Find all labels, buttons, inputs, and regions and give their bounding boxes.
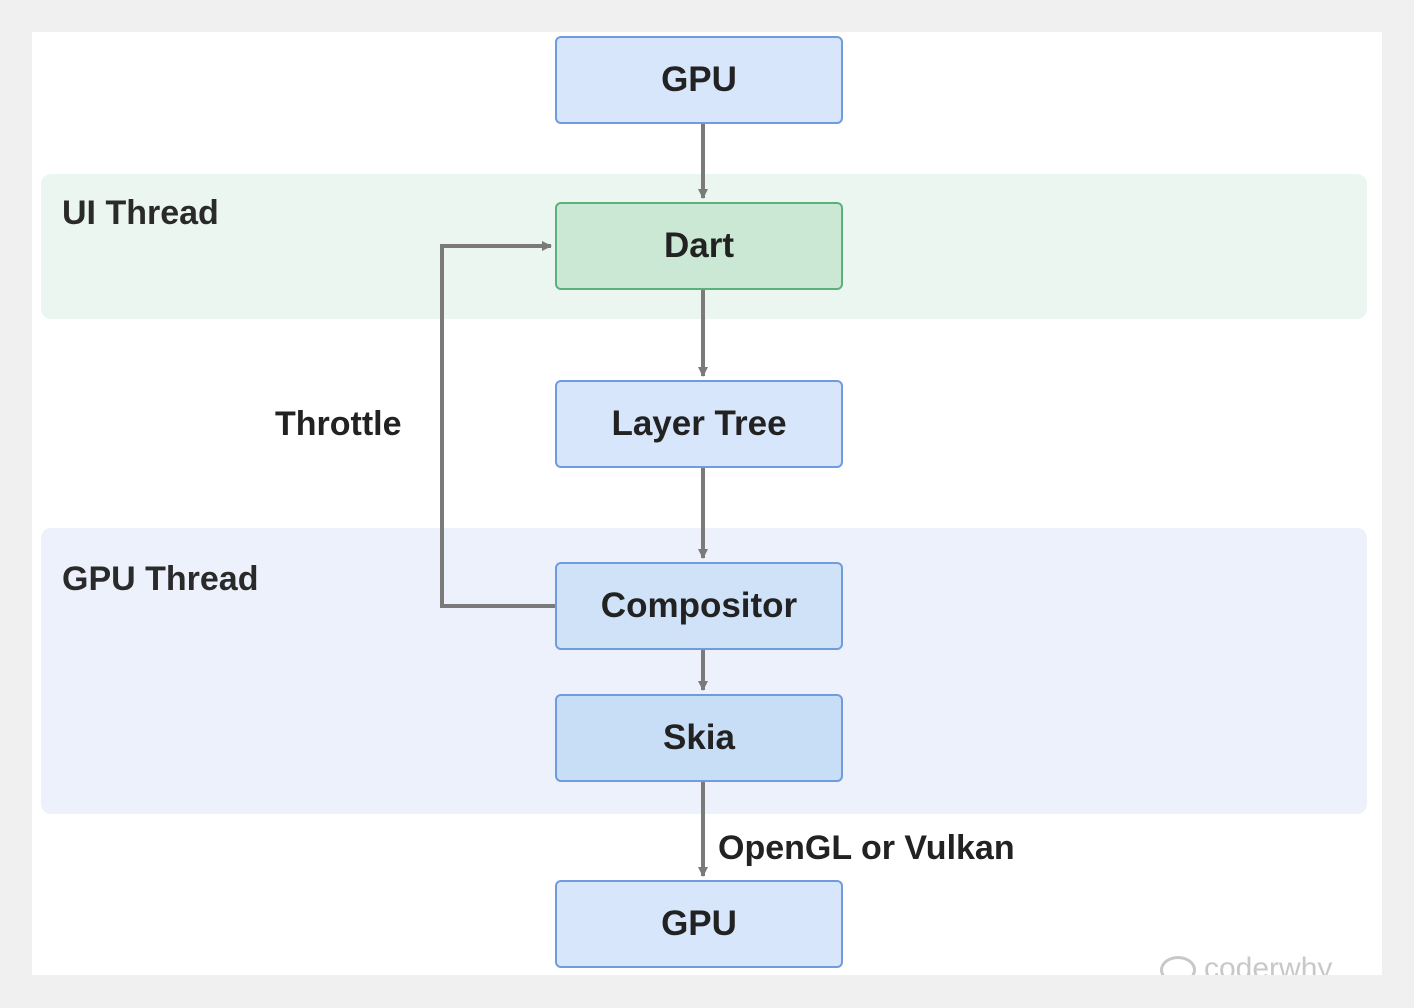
throttle-label: Throttle	[275, 405, 402, 443]
skia-node: Skia	[555, 694, 843, 782]
opengl-vulkan-label: OpenGL or Vulkan	[718, 829, 1015, 867]
watermark: coderwhy	[1160, 952, 1332, 975]
layer-tree-node: Layer Tree	[555, 380, 843, 468]
gpu-thread-lane-title: GPU Thread	[62, 560, 259, 598]
connector-arrows	[440, 124, 708, 877]
dart-node: Dart	[555, 202, 843, 290]
watermark-text: coderwhy	[1204, 952, 1333, 975]
gpu-source-node: GPU	[555, 36, 843, 124]
compositor-node: Compositor	[555, 562, 843, 650]
gpu-output-node: GPU	[555, 880, 843, 968]
wechat-icon	[1160, 956, 1196, 975]
arrow-throttle-feedback	[440, 241, 555, 608]
ui-thread-lane-title: UI Thread	[62, 194, 219, 232]
diagram-canvas: UI Thread GPU Thread GPU Dart Layer Tree…	[32, 32, 1382, 975]
